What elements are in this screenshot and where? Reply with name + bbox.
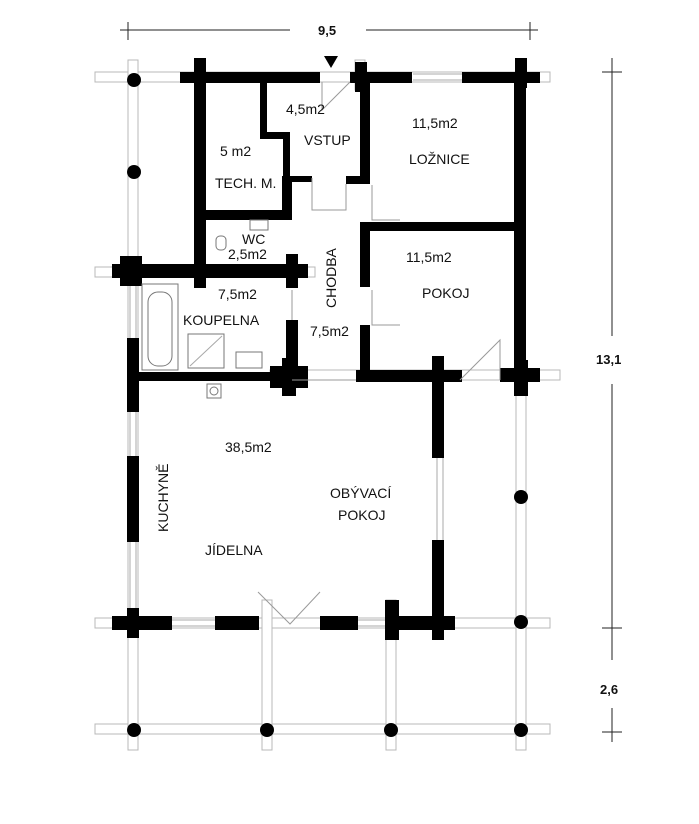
height-dimension: 13,1 [596,352,621,367]
chodba-name: CHODBA [323,247,339,308]
toilet-icon [215,235,227,251]
washing-machine-icon [206,383,222,399]
doors [257,81,501,625]
wc-area: 2,5m2 [228,246,267,262]
living-name-line2: POKOJ [338,507,385,523]
fixtures [141,219,269,399]
tech-area: 5 m2 [220,143,251,159]
timber-grid [94,59,561,751]
koupelna-name: KOUPELNA [183,312,260,328]
living-area: 38,5m2 [225,439,272,455]
dimension-lines [120,22,622,742]
columns [127,73,528,737]
wc-sink-icon [249,219,269,231]
kuchyne-name: KUCHYNĚ [155,464,171,532]
tech-name: TECH. M. [215,175,276,191]
pokoj-name: POKOJ [422,285,469,301]
entrance-arrow-icon [324,56,338,68]
living-name-line1: OBÝVACÍ [330,485,391,501]
terrace-dimension: 2,6 [600,682,618,697]
width-dimension: 9,5 [318,23,336,38]
koupelna-area: 7,5m2 [218,286,257,302]
loznice-name: LOŽNICE [409,151,470,167]
loznice-area: 11,5m2 [412,115,458,131]
chodba-area: 7,5m2 [310,323,349,339]
wc-name: WC [242,231,265,247]
windows [129,73,463,627]
vstup-area: 4,5m2 [286,101,325,117]
jidelna-name: JÍDELNA [205,542,263,558]
pokoj-area: 11,5m2 [406,249,452,265]
washbasin-icon [235,351,263,369]
vstup-name: VSTUP [304,132,351,148]
walls [112,58,540,640]
